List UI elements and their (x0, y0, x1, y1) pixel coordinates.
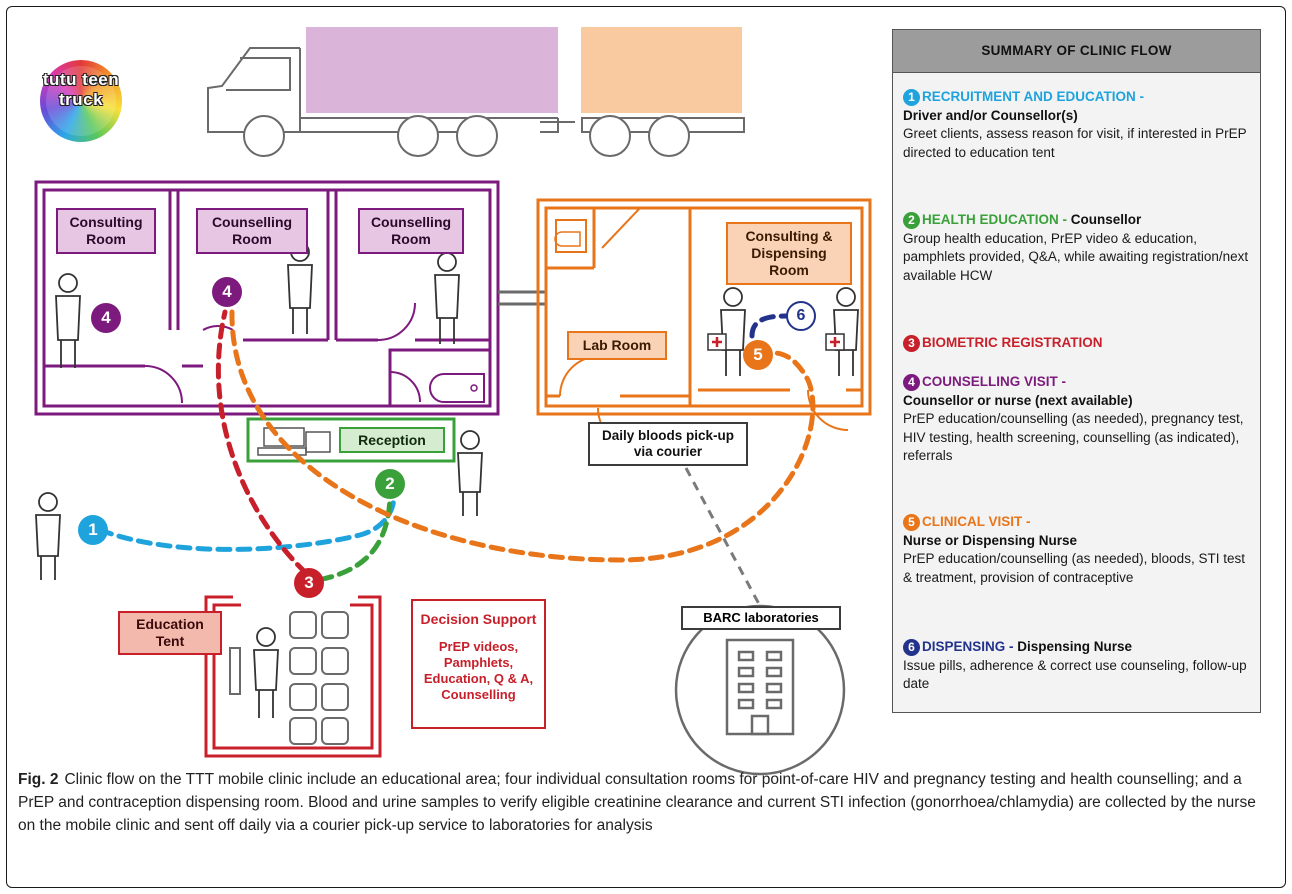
logo-text: tutu teen truck (42, 70, 120, 109)
step-badge-5: 5 (743, 340, 773, 370)
decision-support-body: PrEP videos, Pamphlets, Education, Q & A… (423, 639, 534, 702)
tutu-teen-truck-logo: tutu teen truck (40, 60, 122, 142)
figure-frame (6, 6, 1286, 888)
step-4-description: PrEP education/counselling (as needed), … (903, 411, 1244, 463)
step-badge-6: 6 (786, 301, 816, 331)
flow-path-5-to-6 (749, 313, 789, 339)
step-badge-4-counselling: 4 (212, 277, 242, 307)
flow-paths (97, 309, 816, 583)
decision-support-box: Decision Support PrEP videos, Pamphlets,… (411, 599, 546, 729)
step-5-role: Nurse or Dispensing Nurse (903, 532, 1078, 548)
courier-link (684, 467, 762, 607)
step-2-role: Counsellor (1070, 212, 1142, 227)
step-5-title: CLINICAL VISIT - (922, 514, 1031, 529)
education-tent (204, 595, 382, 758)
truck-illustration (207, 27, 745, 157)
step-5-number: 5 (903, 514, 920, 531)
step-3-number: 3 (903, 335, 920, 352)
lab-room-label: Lab Room (567, 331, 667, 360)
step-5-description: PrEP education/counselling (as needed), … (903, 551, 1245, 585)
step-1-role: Driver and/or Counsellor(s) (903, 107, 1078, 123)
step-1-number: 1 (903, 89, 920, 106)
step-2-number: 2 (903, 212, 920, 229)
barc-laboratories-label: BARC laboratories (681, 606, 841, 630)
barc-laboratory-building (674, 604, 846, 776)
flow-path-4-to-5 (229, 309, 816, 563)
step-2-title: HEALTH EDUCATION - (922, 212, 1067, 227)
person-figures (35, 242, 859, 718)
medical-kit-icons (707, 333, 845, 351)
counselling-room-2-label: Counselling Room (358, 208, 464, 254)
step-2-description: Group health education, PrEP video & edu… (903, 230, 1249, 283)
figure-label: Fig. 2 (18, 771, 59, 788)
step-badge-1: 1 (78, 515, 108, 545)
figure-caption-text: Clinic flow on the TTT mobile clinic inc… (18, 771, 1256, 834)
consulting-room-label: Consulting Room (56, 208, 156, 254)
step-6-description: Issue pills, adherence & correct use cou… (903, 657, 1247, 692)
daily-bloods-pickup-label: Daily bloods pick-up via courier (588, 422, 748, 466)
step-badge-4-consulting: 4 (91, 303, 121, 333)
reception-label: Reception (339, 427, 445, 453)
truck-floorplan-orange (536, 198, 872, 449)
step-badge-3: 3 (294, 568, 324, 598)
step-3-title: BIOMETRIC REGISTRATION (922, 335, 1103, 350)
step-4-number: 4 (903, 374, 920, 391)
step-6-role: Dispensing Nurse (1017, 639, 1133, 654)
step-badge-2: 2 (375, 469, 405, 499)
summary-heading: SUMMARY OF CLINIC FLOW (893, 30, 1260, 73)
step-6-number: 6 (903, 639, 920, 656)
flow-path-2-to-3 (315, 481, 393, 583)
education-tent-label: Education Tent (118, 611, 222, 655)
flow-path-3-to-4 (215, 309, 309, 576)
step-1-title: RECRUITMENT AND EDUCATION - (922, 89, 1144, 104)
counselling-room-1-label: Counselling Room (196, 208, 308, 254)
step-1-description: Greet clients, assess reason for visit, … (903, 126, 1247, 160)
decision-support-title: Decision Support (420, 611, 537, 627)
step-4-title: COUNSELLING VISIT - (922, 374, 1067, 389)
step-6-title: DISPENSING - (922, 639, 1014, 654)
step-4-role: Counsellor or nurse (next available) (903, 392, 1133, 408)
truck-floorplan-purple (34, 180, 500, 416)
education-chairs (229, 611, 349, 745)
consulting-dispensing-room-label: Consulting & Dispensing Room (726, 222, 852, 285)
